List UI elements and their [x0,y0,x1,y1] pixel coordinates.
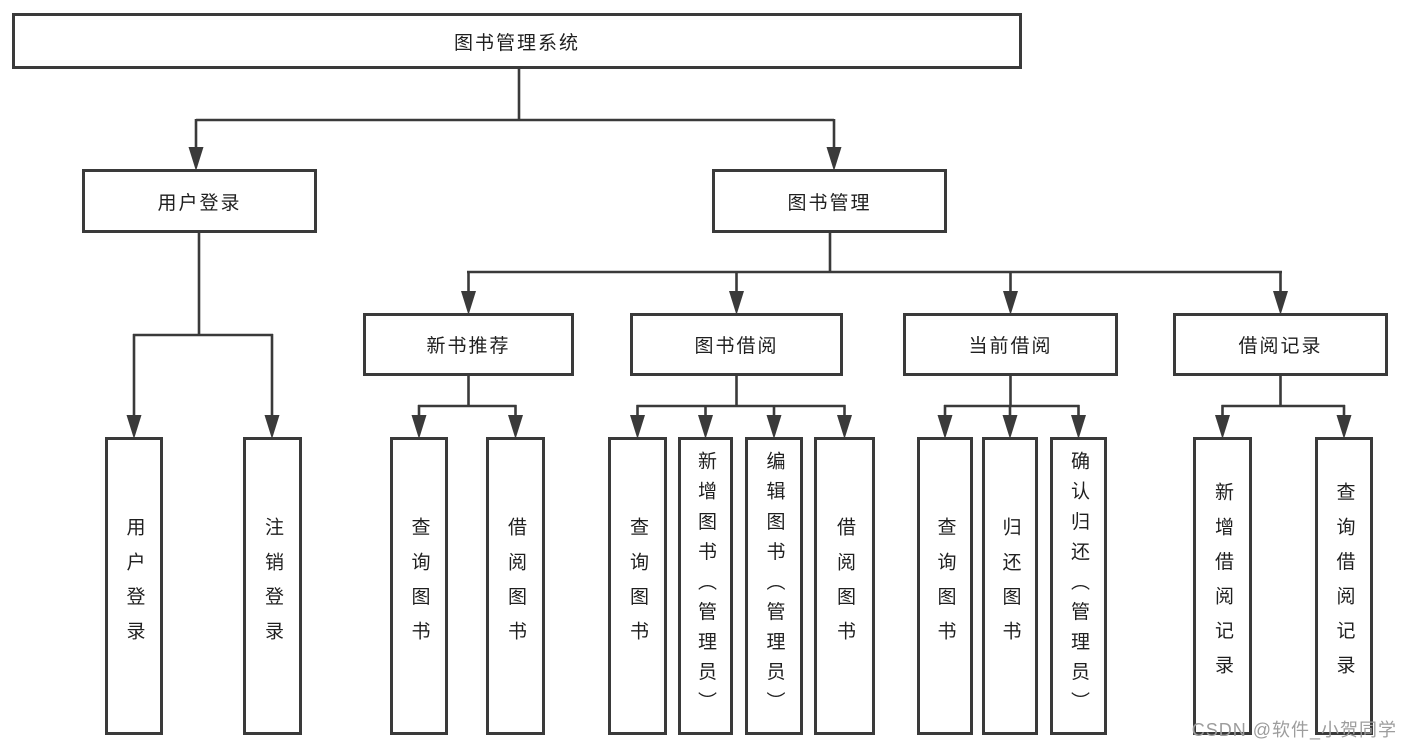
leaf-borrow-books-1-label: 借阅图书 [505,516,526,656]
node-new-book-recommend: 新书推荐 [363,313,574,376]
leaf-add-borrow-record: 新增借阅记录 [1193,437,1252,735]
leaf-confirm-return-admin: 确认归还（管理员） [1050,437,1107,735]
leaf-edit-books-admin-label: 编辑图书（管理员） [763,450,785,722]
node-current-borrowing-label: 当前借阅 [968,336,1053,357]
leaf-borrow-books-1: 借阅图书 [486,437,545,735]
leaf-user-login-label: 用户登录 [123,516,145,656]
leaf-logout: 注销登录 [243,437,302,735]
leaf-return-books-label: 归还图书 [999,516,1021,656]
leaf-add-books-admin-label: 新增图书（管理员） [695,450,716,722]
node-new-book-recommend-label: 新书推荐 [426,336,511,357]
leaf-query-books-1-label: 查询图书 [408,516,430,656]
node-root-label: 图书管理系统 [453,32,580,54]
node-book-management-label: 图书管理 [787,192,872,214]
leaf-query-borrow-record-label: 查询借阅记录 [1333,482,1355,690]
csdn-watermark: CSDN @软件_小贺同学 [1191,720,1397,740]
leaf-query-books-2-label: 查询图书 [627,516,648,656]
leaf-query-books-2: 查询图书 [608,437,667,735]
node-book-management: 图书管理 [712,169,947,233]
leaf-edit-books-admin: 编辑图书（管理员） [745,437,803,735]
leaf-add-borrow-record-label: 新增借阅记录 [1212,482,1233,690]
node-root-library-system: 图书管理系统 [12,13,1022,69]
node-current-borrowing: 当前借阅 [903,313,1118,376]
node-borrowing-records: 借阅记录 [1173,313,1388,376]
node-user-login: 用户登录 [82,169,317,233]
leaf-query-books-3: 查询图书 [917,437,973,735]
node-book-borrowing: 图书借阅 [630,313,843,376]
leaf-query-borrow-record: 查询借阅记录 [1315,437,1373,735]
leaf-query-books-3-label: 查询图书 [934,516,956,656]
leaf-add-books-admin: 新增图书（管理员） [678,437,733,735]
node-borrowing-records-label: 借阅记录 [1238,336,1323,357]
leaf-confirm-return-admin-label: 确认归还（管理员） [1068,450,1089,722]
leaf-borrow-books-2-label: 借阅图书 [834,516,855,656]
leaf-user-login: 用户登录 [105,437,163,735]
leaf-return-books: 归还图书 [982,437,1038,735]
leaf-query-books-1: 查询图书 [390,437,448,735]
leaf-borrow-books-2: 借阅图书 [814,437,875,735]
node-user-login-label: 用户登录 [157,192,242,214]
node-book-borrowing-label: 图书借阅 [694,336,779,357]
leaf-logout-label: 注销登录 [262,516,283,656]
